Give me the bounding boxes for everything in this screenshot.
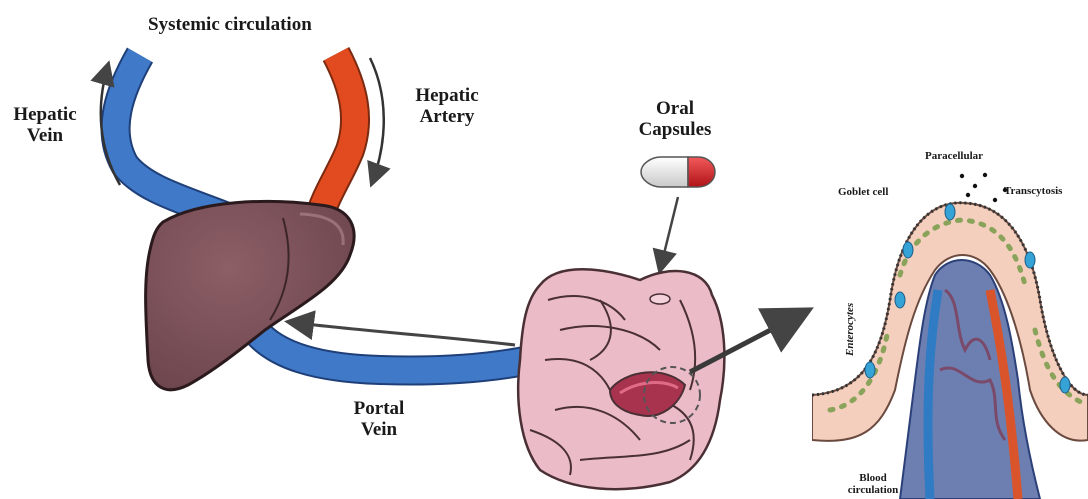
capsule-icon [641, 157, 715, 187]
blood-circulation-label-line2: circulation [838, 484, 908, 496]
capsule-to-intestine-arrow [660, 197, 678, 270]
blood-circulation-label-line1: Blood [838, 472, 908, 484]
blood-circulation-label: Blood circulation [838, 472, 908, 497]
systemic-circulation-label: Systemic circulation [148, 14, 312, 35]
portal-vein-label-line2: Vein [344, 419, 414, 440]
hepatic-vein-label: Hepatic Vein [10, 104, 80, 147]
goblet-cell-label: Goblet cell [838, 186, 888, 198]
hepatic-vein-vessel [116, 55, 230, 218]
oral-capsules-label-line1: Oral [626, 98, 724, 119]
hepatic-artery-flow-arrow [370, 58, 384, 183]
intestine-icon [518, 269, 724, 489]
hepatic-artery-label-line2: Artery [408, 106, 486, 127]
oral-capsules-label: Oral Capsules [626, 98, 724, 141]
portal-vein-vessel [255, 330, 530, 371]
portal-vein-label-line1: Portal [344, 398, 414, 419]
transcytosis-label: Transcytosis [1004, 185, 1062, 197]
portal-vein-label: Portal Vein [344, 398, 414, 441]
enterocytes-label: Enterocytes [844, 303, 856, 356]
oral-capsules-label-line2: Capsules [626, 119, 724, 140]
hepatic-vein-label-line2: Vein [10, 125, 80, 146]
hepatic-vein-label-line1: Hepatic [10, 104, 80, 125]
hepatic-artery-label-line1: Hepatic [408, 85, 486, 106]
hepatic-artery-label: Hepatic Artery [408, 85, 486, 128]
paracellular-label: Paracellular [925, 150, 983, 162]
hepatic-artery-vessel [318, 54, 355, 222]
portal-flow-arrow [290, 322, 515, 345]
